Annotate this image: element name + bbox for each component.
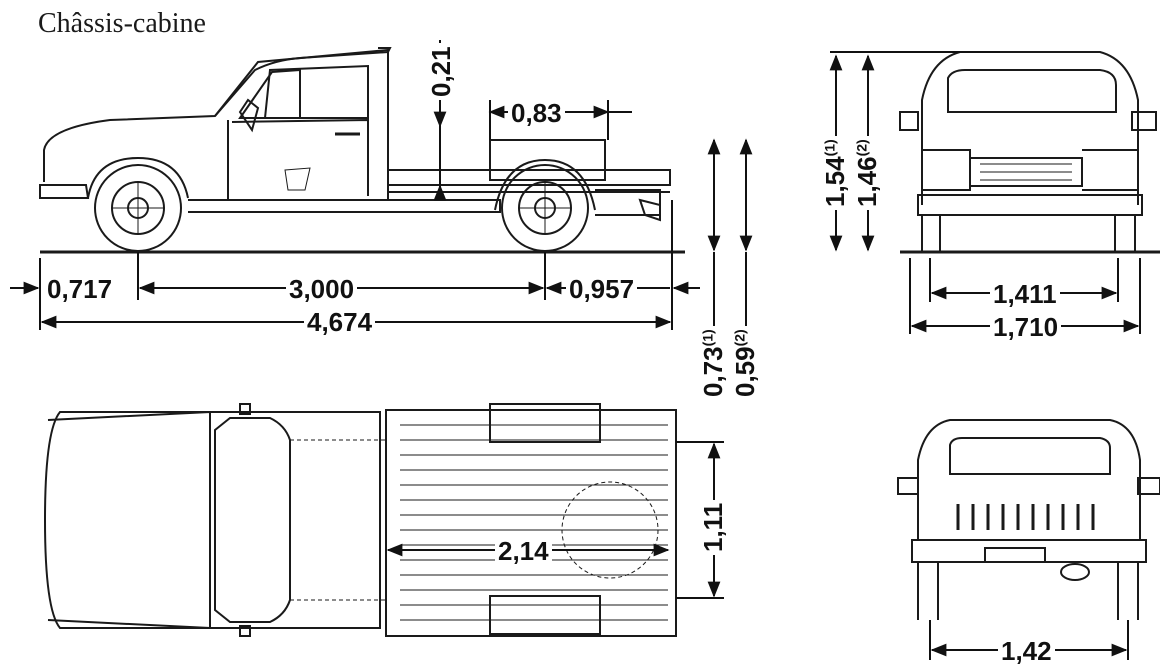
overall-length-label: 4,674: [304, 309, 376, 335]
front-track-label: 1,411: [990, 281, 1060, 307]
height-2-value: 1,46: [852, 156, 882, 207]
frame-height-1-note: (1): [699, 329, 716, 347]
side-view: [39, 47, 685, 254]
front-view: [899, 51, 1160, 254]
height-1-note: (1): [821, 139, 838, 157]
rear-view: [897, 419, 1160, 620]
frame-height-2-label: 0,59(2): [730, 326, 760, 400]
wheelbase-label: 3,000: [286, 276, 358, 302]
frame-clearance-label: 0,21: [426, 43, 456, 100]
height-2-label: 1,46(2): [852, 136, 882, 210]
bed-offset-label: 0,83: [508, 100, 565, 126]
height-2-note: (2): [853, 139, 870, 157]
diagram-title: Châssis-cabine: [38, 8, 206, 39]
frame-height-2-note: (2): [731, 329, 748, 347]
frame-height-1-label: 0,73(1): [698, 326, 728, 400]
front-overhang-label: 0,717: [44, 276, 116, 302]
bed-length-label: 2,14: [495, 538, 552, 564]
height-1-value: 1,54: [820, 156, 850, 207]
bed-width-label: 1,11: [698, 499, 728, 555]
frame-height-1-value: 0,73: [698, 346, 728, 397]
top-view: [43, 403, 677, 637]
rear-track-label: 1,42: [998, 638, 1055, 664]
frame-height-2-value: 0,59: [730, 346, 760, 397]
height-1-label: 1,54(1): [820, 136, 850, 210]
rear-overhang-label: 0,957: [566, 276, 638, 302]
overall-width-label: 1,710: [990, 314, 1062, 340]
side-dimension-lines: [10, 40, 753, 400]
